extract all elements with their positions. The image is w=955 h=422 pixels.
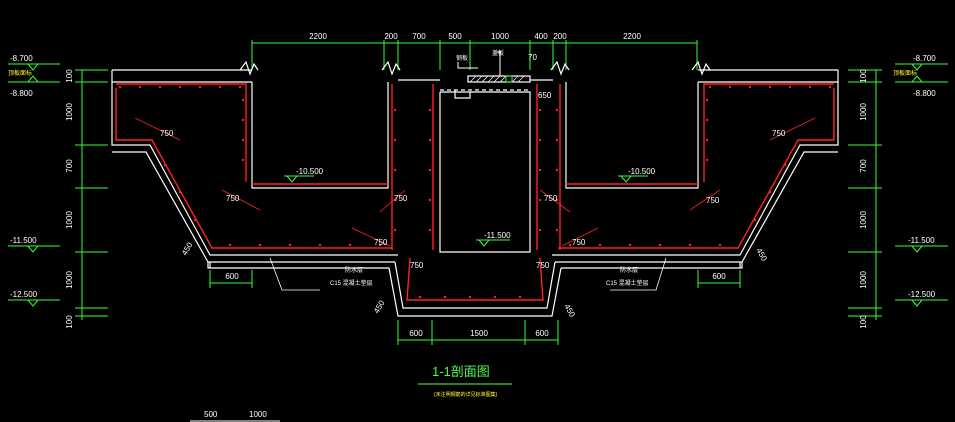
layer-note-right-1: 防水层 — [620, 266, 638, 274]
cover-callout-lines — [457, 51, 501, 76]
bottom-dim-center-1: 600 — [409, 329, 423, 338]
scale-label-1: 500 — [204, 410, 218, 419]
top-dim-5: 1000 — [491, 32, 509, 41]
slope-label-2: 450 — [754, 247, 769, 264]
inner-level-right: -10.500 — [628, 167, 656, 176]
inner-level-center: -11.500 — [484, 231, 511, 240]
right-vdim-2: 1000 — [859, 103, 868, 121]
haunch-750-9: 750 — [410, 261, 424, 270]
slope-label-4: 450 — [562, 303, 577, 320]
right-vdim-5: 1000 — [859, 271, 868, 289]
layer-note-left-2: C15 混凝土垫层 — [330, 279, 373, 287]
right-vdim-4: 1000 — [859, 211, 868, 229]
top-dim-8: 2200 — [623, 32, 641, 41]
haunch-750-3: 750 — [226, 194, 240, 203]
haunch-750-10: 750 — [536, 261, 550, 270]
left-level-note: 顶板面标 — [8, 69, 32, 77]
haunch-750-8: 750 — [572, 238, 586, 247]
inner-level-marks — [284, 175, 648, 247]
left-vdim-4: 1000 — [65, 211, 74, 229]
right-level-2: -8.800 — [913, 89, 936, 98]
section-subtitle: (未注明钢筋的详见标准图集) — [434, 391, 498, 398]
cover-hatch — [469, 75, 525, 83]
section-title: 1-1剖面图 — [432, 364, 490, 379]
inner-level-left: -10.500 — [296, 167, 324, 176]
haunch-750-5: 750 — [544, 194, 558, 203]
haunch-750-4: 750 — [394, 194, 408, 203]
top-dim-3: 700 — [412, 32, 426, 41]
left-vdim-3: 700 — [65, 159, 74, 173]
top-dim-7: 200 — [553, 32, 567, 41]
top-dim-2: 200 — [384, 32, 398, 41]
bottom-dim-center-3: 600 — [535, 329, 549, 338]
callout-cover: 盖板 — [492, 49, 504, 57]
top-dim-1: 2200 — [309, 32, 327, 41]
layer-note-leaders — [269, 257, 667, 291]
right-level-4: -12.500 — [908, 290, 936, 299]
right-vdim-1: 100 — [859, 69, 868, 83]
haunch-750-6: 750 — [706, 196, 720, 205]
right-side-lines — [848, 63, 948, 320]
left-vdim-6: 100 — [65, 315, 74, 329]
concrete-outline — [111, 60, 839, 317]
right-level-note: 顶板面标 — [893, 69, 917, 77]
bottom-dim-right: 600 — [712, 272, 726, 281]
bottom-dim-center-2: 1500 — [470, 329, 488, 338]
haunch-leaders — [134, 117, 816, 247]
right-level-3: -11.500 — [908, 236, 935, 245]
left-level-3: -11.500 — [10, 236, 37, 245]
right-vdim-6: 100 — [859, 315, 868, 329]
rebar-lines — [115, 83, 835, 301]
left-level-1: -8.700 — [10, 54, 33, 63]
layer-note-right-2: C15 混凝土垫层 — [606, 279, 649, 287]
bottom-dim-left: 600 — [225, 272, 239, 281]
left-vdim-2: 1000 — [65, 103, 74, 121]
scale-label-2: 1000 — [249, 410, 267, 419]
haunch-750-7: 750 — [374, 238, 388, 247]
top-dimension-chain — [251, 40, 698, 70]
slope-label-1: 450 — [180, 240, 195, 257]
right-level-1: -8.700 — [913, 54, 936, 63]
callout-70: 70 — [528, 53, 537, 62]
cover-lifting-eye — [505, 75, 513, 83]
left-level-2: -8.800 — [10, 89, 33, 98]
left-level-4: -12.500 — [10, 290, 38, 299]
bottom-dimension-lines — [209, 270, 741, 345]
left-side-lines — [8, 63, 108, 320]
callout-650: 650 — [538, 91, 552, 100]
left-vdim-5: 1000 — [65, 271, 74, 289]
haunch-750-2: 750 — [772, 129, 786, 138]
slope-label-3: 450 — [372, 298, 387, 315]
top-dim-6: 400 — [534, 32, 548, 41]
right-vdim-3: 700 — [859, 159, 868, 173]
rebar-dots — [118, 85, 832, 299]
layer-note-left-1: 防水层 — [345, 266, 363, 274]
top-dim-4: 500 — [448, 32, 462, 41]
callout-steel-plate: 钢板 — [456, 54, 468, 62]
haunch-750-1: 750 — [160, 129, 174, 138]
left-vdim-1: 100 — [65, 69, 74, 83]
